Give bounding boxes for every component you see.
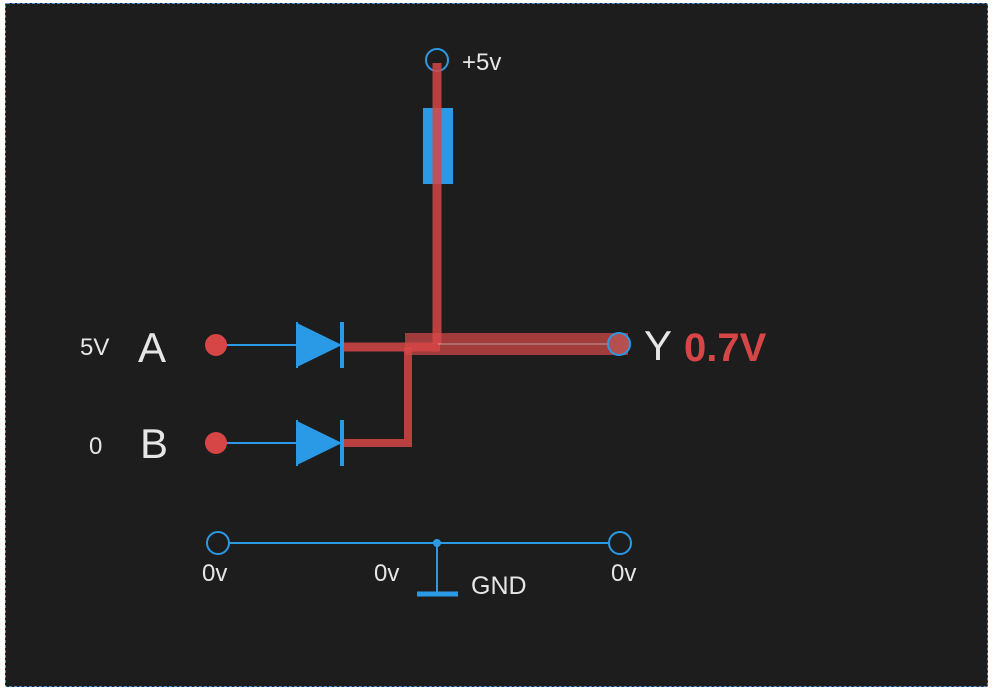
input-a-terminal[interactable] bbox=[205, 334, 227, 356]
base-wiring bbox=[226, 344, 608, 592]
supply-label: +5v bbox=[462, 49, 501, 76]
input-b-name: B bbox=[140, 420, 168, 467]
active-paths bbox=[340, 72, 628, 447]
ground-junction-dot bbox=[433, 539, 441, 547]
active-diode-b-wire bbox=[340, 347, 412, 447]
input-b-level: 0 bbox=[89, 433, 102, 460]
ground-symbol-label: GND bbox=[471, 572, 527, 600]
output-voltage: 0.7V bbox=[684, 326, 767, 370]
output-y-terminal bbox=[607, 332, 631, 356]
diode-b-icon bbox=[296, 420, 344, 466]
ground-left-label: 0v bbox=[202, 560, 227, 587]
ground-right-terminal bbox=[608, 531, 632, 555]
input-a-level: 5V bbox=[80, 334, 109, 361]
input-b-terminal[interactable] bbox=[205, 432, 227, 454]
ground-middle-label: 0v bbox=[374, 560, 399, 587]
ground-right-label: 0v bbox=[611, 560, 636, 587]
ground-left-terminal bbox=[206, 531, 230, 555]
input-a-name: A bbox=[138, 324, 166, 371]
diode-a-icon bbox=[296, 322, 344, 368]
output-y-name: Y bbox=[644, 322, 672, 369]
